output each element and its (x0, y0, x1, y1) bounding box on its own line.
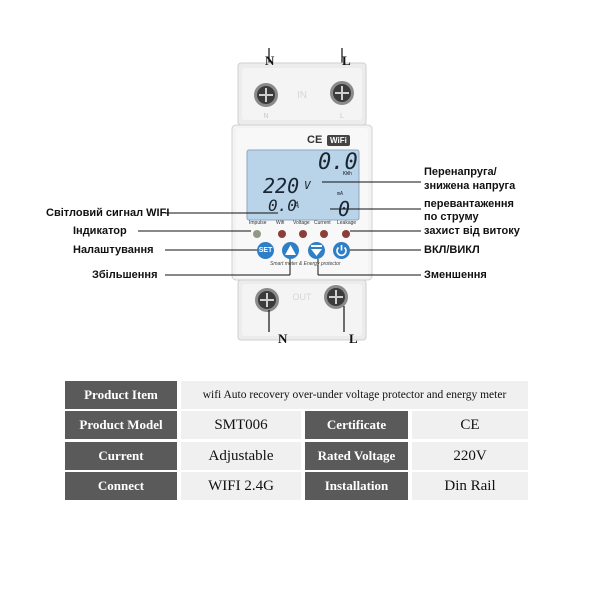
spec-key-installation: Installation (305, 472, 408, 500)
lcd-energy-value: 0.0 (318, 150, 358, 175)
power-icon (336, 245, 347, 257)
spec-key-connect: Connect (65, 472, 177, 500)
lcd-leakage-unit: mA (337, 191, 344, 197)
wifi-badge: WiFi (327, 135, 350, 146)
lcd-voltage-unit: V (304, 179, 311, 192)
callout-decrease: Зменшення (424, 269, 487, 281)
increase-button[interactable] (282, 242, 299, 259)
callout-overvoltage-1: Перенапруга/ (424, 166, 497, 178)
spec-key-current: Current (65, 442, 177, 470)
terminal-l-top: L (342, 53, 351, 68)
lcd-current-value: 0.0 (268, 196, 297, 215)
screw-icon (254, 83, 278, 107)
callout-leakage: захист від витоку (424, 225, 520, 237)
spec-value-connect: WIFI 2.4G (181, 472, 301, 500)
set-button[interactable]: SET (257, 242, 274, 259)
product-caption: Smart meter & Energy protector (270, 261, 341, 267)
callout-power: ВКЛ/ВИКЛ (424, 244, 480, 256)
callout-wifi-signal: Світловий сигнал WIFI (46, 207, 170, 219)
spec-value-product-model: SMT006 (181, 411, 301, 439)
indicator-label-voltage: Voltage (293, 220, 310, 226)
arrow-down-icon (311, 245, 322, 256)
spec-value-product-item: wifi Auto recovery over-under voltage pr… (181, 381, 528, 409)
callout-indicator: Індикатор (73, 225, 127, 237)
lcd-leakage-value: 0 (338, 197, 351, 221)
lcd-current-unit: A (294, 201, 300, 211)
spec-value-rated-voltage: 220V (412, 442, 528, 470)
indicator-label-wifi: Wifi (276, 220, 285, 226)
spec-key-certificate: Certificate (305, 411, 408, 439)
indicator-label-impulse: Impulse (249, 220, 267, 226)
terminal-l-bottom: L (349, 331, 358, 346)
spec-key-product-item: Product Item (65, 381, 177, 409)
power-button[interactable] (333, 242, 350, 259)
screw-icon (330, 81, 354, 105)
spec-value-current: Adjustable (181, 442, 301, 470)
arrow-up-icon (285, 245, 296, 255)
callout-settings: Налаштування (73, 244, 154, 256)
decrease-button[interactable] (308, 242, 325, 259)
indicator-label-current: Current (314, 220, 331, 226)
ce-mark: CE (307, 134, 323, 146)
lcd-energy-unit: KWh (343, 171, 353, 177)
spec-value-certificate: CE (412, 411, 528, 439)
callout-overvoltage-2: знижена напруга (424, 180, 516, 192)
callout-overload-2: по струму (424, 211, 479, 223)
terminal-n-bottom: N (278, 331, 288, 346)
svg-text:OUT: OUT (293, 292, 313, 302)
spec-key-product-model: Product Model (65, 411, 177, 439)
svg-text:N: N (263, 113, 268, 120)
terminal-n-top: N (265, 53, 275, 68)
callout-increase: Збільшення (92, 269, 158, 281)
screw-icon (255, 288, 279, 312)
indicator-label-leakage: Leakage (337, 220, 357, 226)
svg-text:IN: IN (297, 90, 307, 101)
screw-icon (324, 285, 348, 309)
spec-value-installation: Din Rail (412, 472, 528, 500)
svg-text:L: L (340, 113, 344, 120)
lcd-voltage-value: 220 (263, 174, 300, 198)
callout-overload-1: перевантаження (424, 198, 514, 210)
spec-key-rated-voltage: Rated Voltage (305, 442, 408, 470)
